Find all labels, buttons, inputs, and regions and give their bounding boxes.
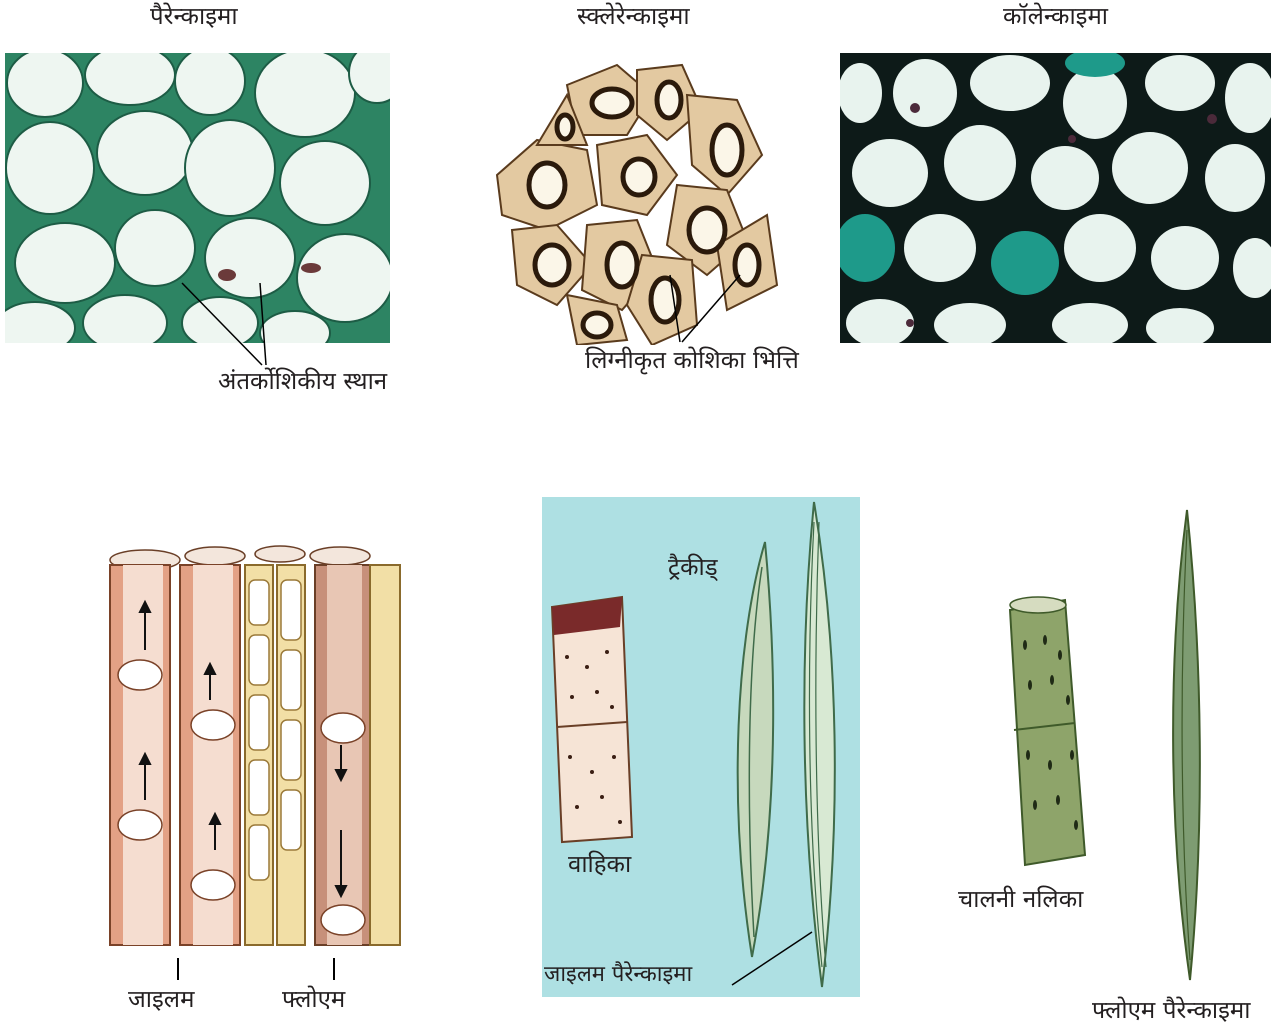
intercellular-space-label: अंतर्कोशिकीय स्थान [218,367,387,396]
tracheid-label: ट्रैकीड् [668,553,718,582]
xylem-phloem-block-drawing [105,540,405,950]
vessel-label: वाहिका [568,850,631,879]
collenchyma-micrograph [840,53,1271,343]
sclerenchyma-title: स्क्लेरेन्काइमा [577,2,690,31]
sclerenchyma-pointer-lines [660,270,750,350]
sieve-tube-label: चालनी नलिका [958,885,1083,914]
xylem-tick [177,958,179,980]
parenchyma-pointer-lines [170,275,280,375]
xylem-parenchyma-label: जाइलम पैरेन्काइमा [544,962,692,988]
xylem-label: जाइलम [128,985,194,1014]
phloem-tick [333,958,335,980]
phloem-parenchyma-label: फ्लोएम पैरेन्काइमा [1092,996,1250,1025]
phloem-label: फ्लोएम [282,985,345,1014]
collenchyma-title: कॉलेन्काइमा [1003,2,1108,31]
parenchyma-title: पैरेन्काइमा [150,2,238,31]
lignified-wall-label: लिग्नीकृत कोशिका भित्ति [585,346,799,375]
